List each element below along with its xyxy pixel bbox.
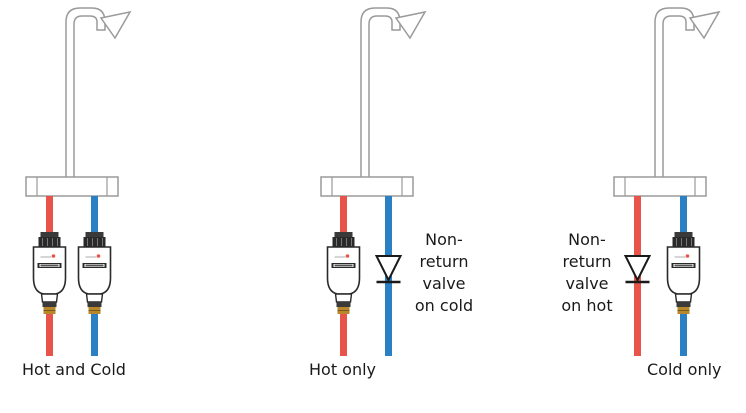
hot-mixing-valve [32,231,67,315]
diagram-hot-only [320,7,427,356]
non-return-valve-symbol [375,254,402,284]
valve-label-line: return [419,252,469,271]
valve-label-on-hot: Non- return valve on hot [556,229,618,317]
valve-label-line: return [562,252,612,271]
valve-label-line: Non- [568,230,606,249]
tap-base [320,176,414,197]
hot-mixing-valve [326,231,361,315]
spray-head [394,10,427,40]
tap-base [25,176,119,197]
valve-label-line: on cold [414,296,474,315]
valve-label-on-cold: Non- return valve on cold [412,229,476,317]
valve-label-line: valve [422,274,466,293]
tap-spout [360,7,401,181]
valve-label-line: valve [565,274,609,293]
valve-label-line: on hot [561,296,613,315]
diagram-cold-only [613,7,721,356]
caption-cold-only: Cold only [647,360,722,379]
caption-hot-and-cold: Hot and Cold [22,360,126,379]
cold-mixing-valve [666,231,701,315]
diagram-hot-and-cold [25,7,132,356]
tap-spout [654,7,695,181]
tap-spout [65,7,106,181]
cold-mixing-valve [77,231,112,315]
tap-base [613,176,707,197]
spray-head [688,10,721,40]
spray-head [99,10,132,40]
caption-hot-only: Hot only [309,360,377,379]
non-return-valve-symbol [624,254,651,284]
valve-label-line: Non- [425,230,463,249]
